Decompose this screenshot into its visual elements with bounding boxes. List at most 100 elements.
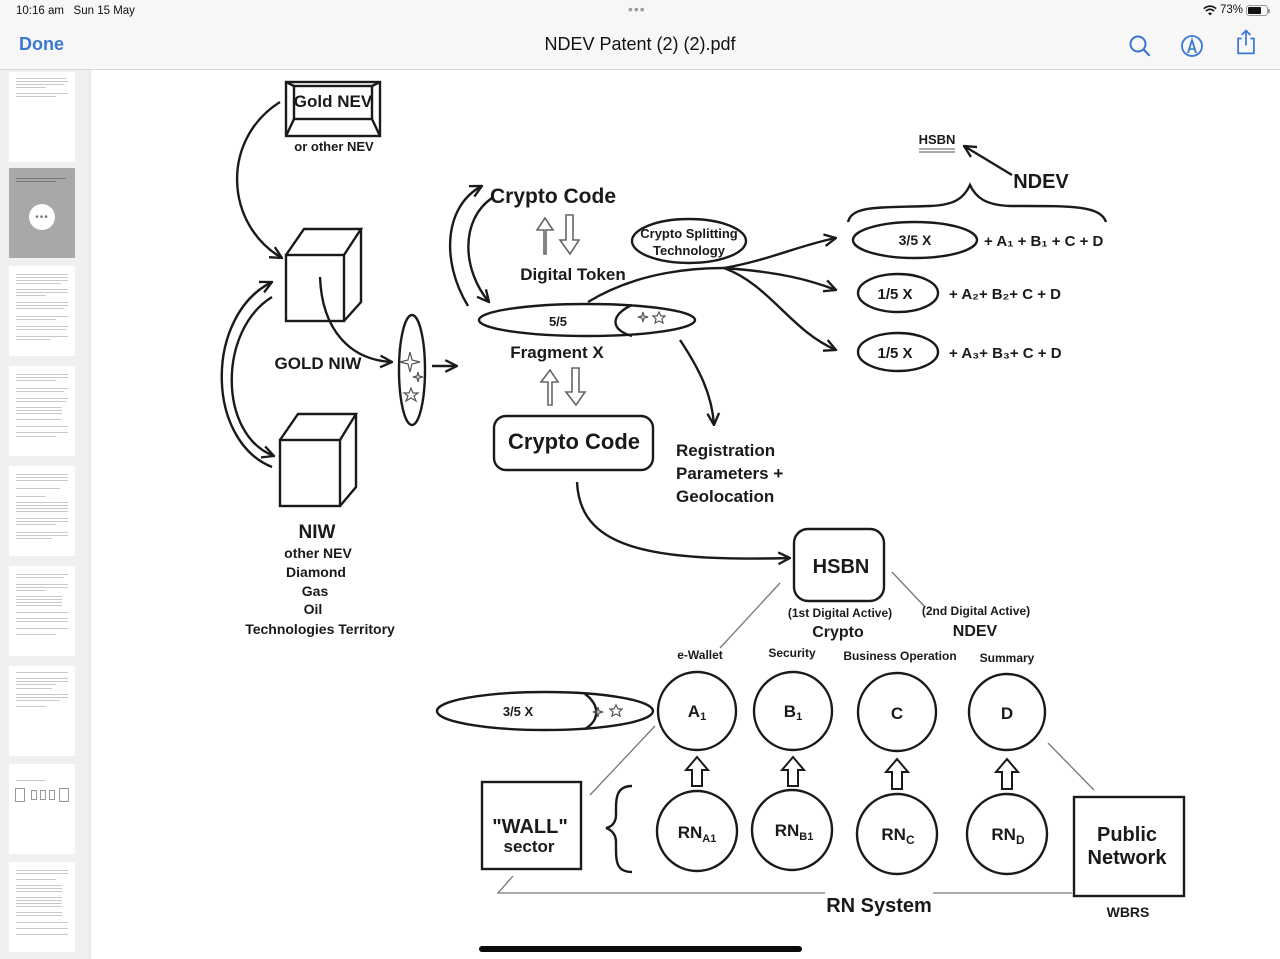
ndev-label: NDEV bbox=[1013, 171, 1069, 193]
split-formula: + A₂+ B₂+ C + D bbox=[949, 286, 1061, 303]
hsbn-small-label: HSBN bbox=[919, 132, 956, 147]
niw-item: Oil bbox=[304, 601, 323, 617]
crypto-code-top-label: Crypto Code bbox=[490, 185, 616, 208]
split-fraction: 1/5 X bbox=[877, 286, 912, 303]
down-arrow-icon bbox=[558, 214, 581, 256]
rn-label: RND bbox=[991, 825, 1025, 847]
niw-item: Gas bbox=[302, 583, 329, 599]
nav-bar: Done NDEV Patent (2) (2).pdf bbox=[0, 22, 1280, 70]
up-arrow-icon bbox=[883, 757, 911, 790]
document-title: NDEV Patent (2) (2).pdf bbox=[544, 34, 736, 54]
first-digital-active: (1st Digital Active) bbox=[788, 606, 892, 620]
split-fraction: 3/5 X bbox=[899, 232, 932, 248]
sparkle-icon bbox=[412, 371, 424, 383]
hsbn-box-label: HSBN bbox=[813, 556, 870, 578]
page-thumbnail[interactable] bbox=[9, 566, 75, 656]
status-time: 10:16 am Sun 15 May bbox=[16, 5, 135, 17]
fragment-3-5-ellipse bbox=[435, 690, 655, 732]
crypto-splitting-label: Technology bbox=[653, 243, 726, 258]
page-thumbnail[interactable] bbox=[9, 366, 75, 456]
wbrs-label: WBRS bbox=[1107, 904, 1150, 920]
page-thumbnail[interactable] bbox=[9, 72, 75, 162]
star-icon bbox=[651, 310, 667, 325]
crypto-splitting-ellipse bbox=[630, 217, 748, 265]
node-label: C bbox=[891, 704, 903, 723]
crypto-code-box bbox=[492, 414, 655, 472]
rn-label: RNA1 bbox=[678, 823, 717, 845]
second-digital-active-name: NDEV bbox=[953, 623, 998, 640]
fragment-label: Fragment X bbox=[510, 343, 604, 362]
gold-niw-label: GOLD NIW bbox=[275, 354, 363, 373]
registration-label: Geolocation bbox=[676, 487, 774, 506]
up-arrow-icon bbox=[993, 757, 1021, 790]
search-icon[interactable] bbox=[1126, 32, 1154, 60]
rn-label: RNB1 bbox=[775, 821, 814, 843]
split-fraction: 1/5 X bbox=[877, 345, 912, 362]
gems-ellipse bbox=[397, 313, 427, 427]
sparkle-icon bbox=[399, 351, 421, 373]
more-options-button[interactable]: ••• bbox=[29, 204, 55, 230]
public-network-label: Network bbox=[1088, 847, 1168, 869]
sparkle-icon bbox=[592, 706, 604, 718]
down-arrow-icon bbox=[564, 367, 587, 407]
rn-label: RNC bbox=[881, 825, 915, 847]
first-digital-active-name: Crypto bbox=[812, 624, 864, 641]
multitasking-dots[interactable]: ••• bbox=[628, 1, 646, 17]
star-icon bbox=[608, 703, 624, 718]
page-thumbnail[interactable] bbox=[9, 764, 75, 854]
public-network-label: Public bbox=[1097, 824, 1157, 846]
public-network-box bbox=[1072, 795, 1186, 898]
digital-token-label: Digital Token bbox=[520, 265, 625, 284]
sparkle-icon bbox=[637, 311, 649, 323]
page-thumbnail-selected[interactable]: ••• bbox=[9, 168, 75, 258]
second-digital-active: (2nd Digital Active) bbox=[922, 604, 1030, 618]
share-icon[interactable] bbox=[1232, 28, 1260, 56]
node-label: A1 bbox=[688, 702, 706, 723]
done-button[interactable]: Done bbox=[19, 34, 64, 54]
fragment-small-label: 3/5 X bbox=[503, 704, 534, 719]
rn-brace bbox=[605, 784, 633, 874]
node-label: D bbox=[1001, 704, 1013, 723]
node-category: Security bbox=[768, 646, 816, 660]
star-icon bbox=[402, 386, 420, 403]
node-label: B1 bbox=[784, 702, 802, 723]
up-arrow-icon bbox=[539, 368, 560, 406]
wall-label: "WALL" bbox=[492, 816, 568, 838]
page-thumbnail-sidebar[interactable]: ••• bbox=[0, 70, 90, 959]
crypto-splitting-label: Crypto Splitting bbox=[640, 226, 738, 241]
arrow-nev-to-niw bbox=[235, 100, 282, 258]
registration-label: Parameters + bbox=[676, 464, 783, 483]
fragment-ellipse bbox=[477, 302, 697, 338]
split-formula: + A₁ + B₁ + C + D bbox=[984, 233, 1104, 250]
wall-sector-box bbox=[480, 780, 583, 871]
markup-icon[interactable] bbox=[1178, 32, 1206, 60]
split-formula: + A₃+ B₃+ C + D bbox=[949, 345, 1062, 362]
niw-item: Diamond bbox=[286, 564, 346, 580]
other-nev-label: or other NEV bbox=[294, 139, 374, 154]
gold-niw-cube-icon bbox=[284, 227, 364, 323]
rn-system-label: RN System bbox=[826, 895, 932, 917]
fragment-fraction: 5/5 bbox=[549, 314, 567, 329]
gold-nev-bar-icon bbox=[284, 80, 382, 138]
pdf-page[interactable]: Gold NEV or other NEV GOLD NIW NIW other… bbox=[92, 70, 1280, 959]
niw-item: other NEV bbox=[284, 545, 352, 561]
home-indicator[interactable] bbox=[479, 946, 802, 952]
niw-item: Technologies Territory bbox=[245, 621, 395, 637]
page-thumbnail[interactable] bbox=[9, 862, 75, 952]
battery-icon bbox=[1246, 4, 1270, 16]
gold-nev-label: Gold NEV bbox=[294, 92, 373, 111]
niw-title: NIW bbox=[299, 522, 336, 543]
ndev-brace bbox=[846, 182, 1108, 223]
registration-label: Registration bbox=[676, 441, 775, 460]
hsbn-box bbox=[792, 527, 886, 603]
node-category: e-Wallet bbox=[677, 648, 723, 662]
page-thumbnail[interactable] bbox=[9, 466, 75, 556]
up-arrow-icon bbox=[683, 755, 711, 787]
node-category: Business Operation bbox=[843, 649, 956, 663]
page-thumbnail[interactable] bbox=[9, 266, 75, 356]
crypto-code-box-label: Crypto Code bbox=[508, 429, 640, 454]
up-arrow-icon bbox=[779, 755, 807, 787]
page-thumbnail[interactable] bbox=[9, 666, 75, 756]
niw-cube-icon bbox=[278, 412, 359, 508]
ndev-patent-diagram: Gold NEV or other NEV GOLD NIW NIW other… bbox=[220, 80, 1186, 920]
